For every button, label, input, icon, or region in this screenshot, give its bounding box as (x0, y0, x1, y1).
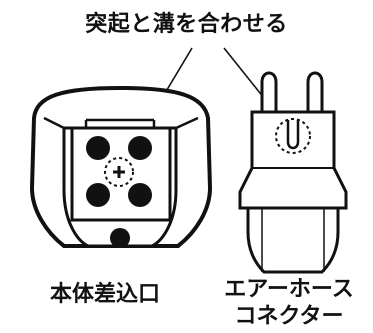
connector-prong-left (260, 71, 278, 112)
connector-groove (286, 120, 300, 150)
socket-pin-bottom (110, 228, 130, 248)
socket-pin-top-right (128, 136, 152, 160)
socket-key-highlight (104, 157, 134, 187)
connector-prong-right (306, 71, 324, 112)
air-hose-connector-illustration (238, 71, 348, 274)
connector-sleeve (246, 206, 340, 274)
socket-square (70, 126, 172, 222)
socket-pin-top-left (86, 136, 110, 160)
air-hose-caption-line1: エアーホース (224, 277, 354, 302)
socket-pin-bottom-right (128, 183, 152, 207)
body-port-illustration (29, 85, 213, 248)
air-hose-caption-line2: コネクター (234, 304, 344, 329)
connector-groove-highlight (275, 118, 311, 154)
callout-label: 突起と溝を合わせる (85, 12, 288, 37)
connector-body (238, 110, 348, 210)
socket-pin-bottom-left (86, 183, 110, 207)
air-hose-connector-caption: エアーホース コネクター (205, 276, 373, 330)
body-port-caption: 本体差込口 (49, 282, 160, 307)
